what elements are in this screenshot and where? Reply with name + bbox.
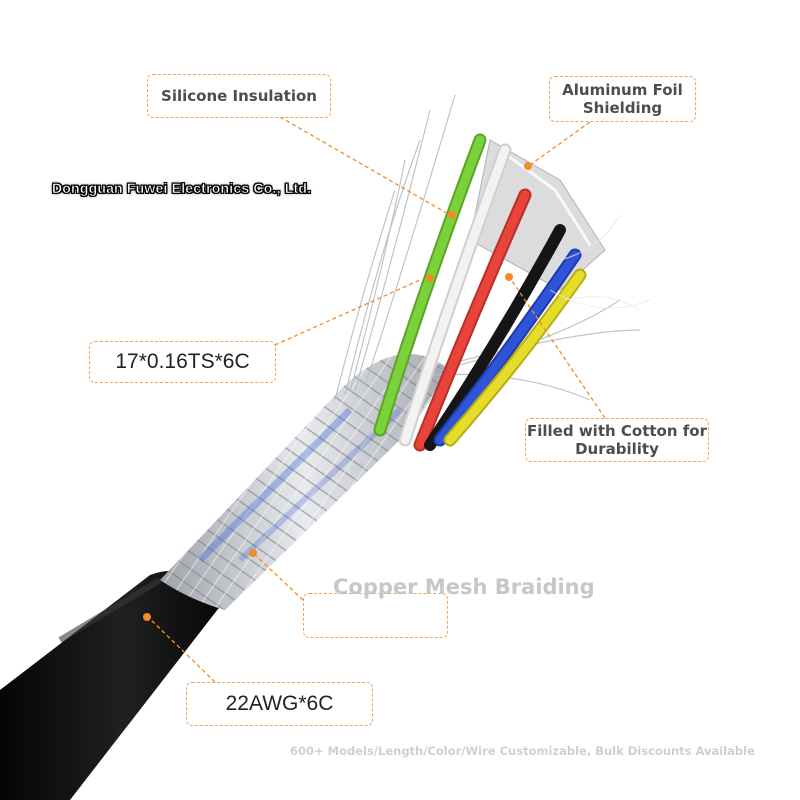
footer-note: 600+ Models/Length/Color/Wire Customizab… bbox=[290, 744, 755, 758]
cotton-filler-callout: Filled with Cotton for Durability bbox=[525, 418, 709, 462]
awg-spec-callout: 22AWG*6C bbox=[186, 682, 373, 726]
aluminum-foil-label-line1: Aluminum Foil bbox=[562, 81, 683, 99]
copper-mesh-callout-box bbox=[303, 593, 448, 638]
copper-mesh-label: Copper Mesh Braiding bbox=[333, 575, 595, 599]
leader-lines bbox=[147, 116, 606, 683]
strand-spec-callout: 17*0.16TS*6C bbox=[89, 341, 276, 383]
cotton-filler-label-line1: Filled with Cotton for bbox=[527, 422, 707, 440]
awg-spec-label: 22AWG*6C bbox=[225, 692, 334, 715]
strand-spec-label: 17*0.16TS*6C bbox=[115, 350, 250, 373]
silicone-insulation-label: Silicone Insulation bbox=[161, 87, 317, 105]
marker-dots bbox=[143, 162, 532, 621]
outer-jacket bbox=[0, 570, 225, 800]
silicone-insulation-callout: Silicone Insulation bbox=[147, 74, 331, 118]
inner-wires bbox=[373, 133, 587, 452]
company-watermark: Dongguan Fuwei Electronics Co., Ltd. bbox=[52, 180, 312, 197]
aluminum-foil-callout: Aluminum Foil Shielding bbox=[549, 76, 696, 122]
aluminum-foil-label-line2: Shielding bbox=[582, 99, 663, 117]
cotton-filler bbox=[549, 214, 651, 311]
cotton-filler-label-line2: Durability bbox=[575, 440, 659, 458]
